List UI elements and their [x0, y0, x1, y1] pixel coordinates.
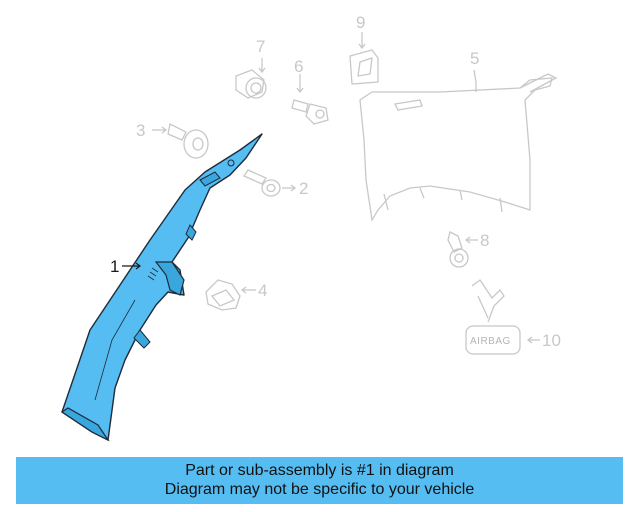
clip-part-4[interactable]: [205, 279, 256, 311]
pillar-trim-part-1[interactable]: [60, 133, 263, 442]
callout-4: 4: [258, 281, 268, 300]
callout-7: 7: [256, 37, 266, 56]
screw-part-2[interactable]: [243, 169, 297, 197]
clip-part-9[interactable]: [349, 32, 379, 85]
bolt-part-8[interactable]: [447, 231, 478, 268]
callout-8: 8: [480, 231, 490, 250]
callout-1: 1: [110, 257, 120, 276]
airbag-label: AIRBAG: [470, 336, 511, 347]
callout-2: 2: [299, 179, 309, 198]
banner-line-2: Diagram may not be specific to your vehi…: [164, 481, 475, 498]
quarter-trim-panel-part-5[interactable]: [359, 69, 558, 222]
callout-3: 3: [136, 121, 146, 140]
clip-part-3[interactable]: [152, 123, 209, 159]
info-banner: Part or sub-assembly is #1 in diagram Di…: [16, 457, 623, 504]
callout-10: 10: [542, 331, 561, 350]
airbag-part-10[interactable]: [465, 279, 540, 355]
grommet-part-7[interactable]: [235, 58, 267, 99]
bolt-part-6[interactable]: [291, 74, 329, 125]
banner-line-1: Part or sub-assembly is #1 in diagram: [185, 462, 454, 479]
callout-leader-1: [122, 262, 141, 270]
callout-6: 6: [294, 57, 304, 76]
callout-5: 5: [470, 49, 480, 68]
callout-9: 9: [356, 13, 366, 32]
